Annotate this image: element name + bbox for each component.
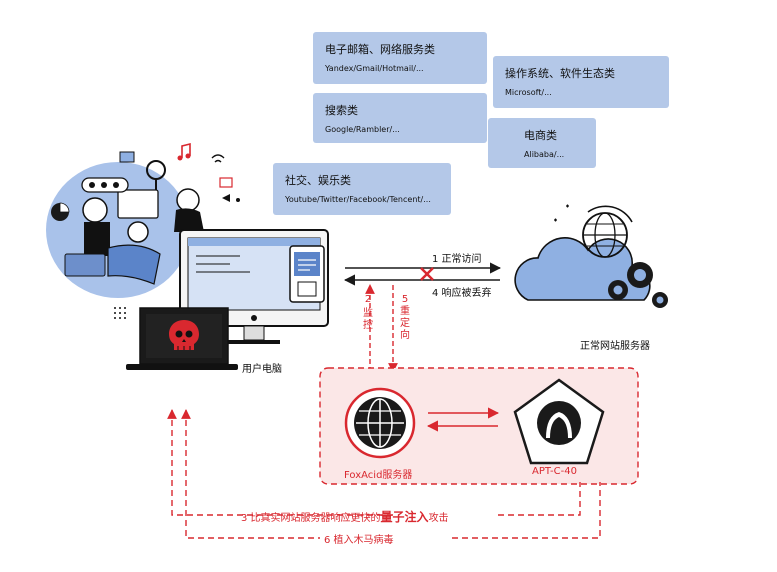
bubble-sub: Alibaba/... <box>524 150 565 159</box>
bubble-email: 电子邮箱、网络服务类 Yandex/Gmail/Hotmail/... <box>313 32 487 84</box>
bubble-title: 搜索类 <box>325 104 358 117</box>
bubble-sub: Microsoft/... <box>505 88 552 97</box>
loop-step3-left <box>167 409 393 516</box>
label-user-pc: 用户电脑 <box>242 364 282 375</box>
bubble-title: 操作系统、软件生态类 <box>505 67 615 80</box>
skull-icon <box>169 320 199 350</box>
label-step3: 3 比真实网站服务器响应更快的量子注入攻击 <box>241 508 449 525</box>
hacker-icon <box>513 378 605 465</box>
label-monitor: 监控 <box>363 308 373 331</box>
bubble-sub: Yandex/Gmail/Hotmail/... <box>325 64 424 73</box>
label-normal-access: 1 正常访问 <box>432 254 482 265</box>
label-step6: 6 植入木马病毒 <box>324 535 394 546</box>
loop-step6-left <box>181 409 320 539</box>
bubble-social: 社交、娱乐类 Youtube/Twitter/Facebook/Tencent/… <box>273 163 451 215</box>
loop-step3-right <box>498 482 581 516</box>
cross-icon <box>420 267 434 281</box>
label-step3-post: 攻击 <box>428 513 449 524</box>
label-response-dropped: 4 响应被丢弃 <box>432 288 492 299</box>
label-redirect-num: 5 <box>401 294 409 305</box>
label-foxacid: FoxAcid服务器 <box>344 470 413 481</box>
label-redirect: 重定向 <box>400 306 410 341</box>
bubble-title: 社交、娱乐类 <box>285 174 351 187</box>
label-monitor-num: 2 <box>364 294 372 305</box>
label-step3-bold: 量子注入 <box>380 510 429 524</box>
label-apt: APT-C-40 <box>532 466 577 477</box>
label-step3-pre: 3 比真实网站服务器响应更快的 <box>241 513 381 524</box>
loop-step6-right <box>452 482 601 539</box>
bubble-os: 操作系统、软件生态类 Microsoft/... <box>493 56 669 108</box>
globe-icon <box>344 387 416 459</box>
bubble-ecommerce: 电商类 Alibaba/... <box>488 118 596 168</box>
user-illustration <box>46 142 329 370</box>
cloud-gear-icon <box>514 204 668 308</box>
bubble-title: 电子邮箱、网络服务类 <box>325 43 435 56</box>
bubble-sub: Youtube/Twitter/Facebook/Tencent/... <box>285 195 431 204</box>
bubble-title: 电商类 <box>524 129 557 142</box>
bubble-sub: Google/Rambler/... <box>325 125 400 134</box>
label-server: 正常网站服务器 <box>580 341 650 352</box>
bubble-search: 搜索类 Google/Rambler/... <box>313 93 487 143</box>
